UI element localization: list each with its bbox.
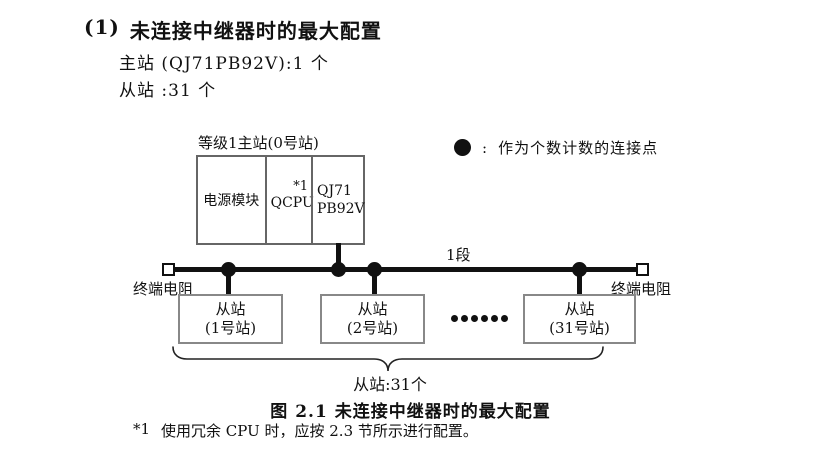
slave31-label-line1: 从站 bbox=[564, 300, 595, 318]
legend: : 作为个数计数的连接点 bbox=[454, 137, 658, 158]
slave-station-31-box: 从站 (31号站) bbox=[523, 294, 636, 344]
qcpu-label: QCPU bbox=[270, 195, 314, 211]
master-station-box: 电源模块 *1 QCPU QJ71 PB92V bbox=[196, 155, 365, 245]
slave2-label-line2: (2号站) bbox=[346, 319, 399, 337]
power-module-label: 电源模块 bbox=[203, 193, 260, 209]
slave31-stem-line bbox=[577, 272, 582, 295]
underbrace bbox=[172, 346, 604, 372]
terminator-label-left: 终端电阻 bbox=[133, 280, 194, 298]
ellipsis-dots bbox=[451, 315, 508, 322]
connection-point-dot bbox=[331, 262, 346, 277]
master-count-text: 主站 (QJ71PB92V):1 个 bbox=[119, 54, 329, 74]
terminator-square-left bbox=[162, 263, 175, 276]
bus-line bbox=[174, 267, 636, 272]
legend-separator: : bbox=[482, 138, 488, 157]
pb92v-label-line2: PB92V bbox=[317, 201, 365, 217]
slave2-stem-line bbox=[372, 272, 377, 295]
connection-point-dot bbox=[572, 262, 587, 277]
legend-label: 作为个数计数的连接点 bbox=[498, 139, 659, 157]
slave31-label-line2: (31号站) bbox=[549, 319, 610, 337]
slave2-label-line1: 从站 bbox=[357, 300, 388, 318]
master-station-label: 等级1主站(0号站) bbox=[198, 134, 319, 152]
slave-station-1-box: 从站 (1号站) bbox=[178, 294, 283, 344]
connection-point-dot bbox=[221, 262, 236, 277]
slave1-stem-line bbox=[226, 272, 231, 295]
section-number: (1) bbox=[84, 15, 120, 39]
power-module-cell: 电源模块 bbox=[198, 157, 265, 243]
connection-point-dot bbox=[367, 262, 382, 277]
qcpu-cell: *1 QCPU bbox=[264, 157, 314, 243]
footnote-text: 使用冗余 CPU 时，应按 2.3 节所示进行配置。 bbox=[161, 422, 478, 440]
footnote: *1 使用冗余 CPU 时，应按 2.3 节所示进行配置。 bbox=[133, 420, 478, 441]
section-title: 未连接中继器时的最大配置 bbox=[129, 19, 382, 43]
figure-caption: 图 2.1 未连接中继器时的最大配置 bbox=[270, 402, 551, 422]
pb92v-label-line1: QJ71 bbox=[317, 183, 352, 199]
slave-station-2-box: 从站 (2号站) bbox=[320, 294, 425, 344]
brace-label: 从站:31个 bbox=[353, 375, 427, 394]
slave-count-text: 从站 :31 个 bbox=[119, 81, 217, 101]
footnote-marker: *1 bbox=[133, 420, 151, 438]
terminator-label-right: 终端电阻 bbox=[611, 280, 672, 298]
master-stem-line bbox=[336, 243, 341, 267]
pb92v-cell: QJ71 PB92V bbox=[311, 157, 365, 243]
segment-label: 1段 bbox=[446, 246, 471, 264]
slave1-label-line2: (1号站) bbox=[204, 319, 257, 337]
terminator-square-right bbox=[636, 263, 649, 276]
footnote-reference: *1 bbox=[293, 179, 308, 194]
connection-point-dot-icon bbox=[454, 139, 471, 156]
section-heading: (1) 未连接中继器时的最大配置 bbox=[84, 15, 382, 44]
slave1-label-line1: 从站 bbox=[215, 300, 246, 318]
